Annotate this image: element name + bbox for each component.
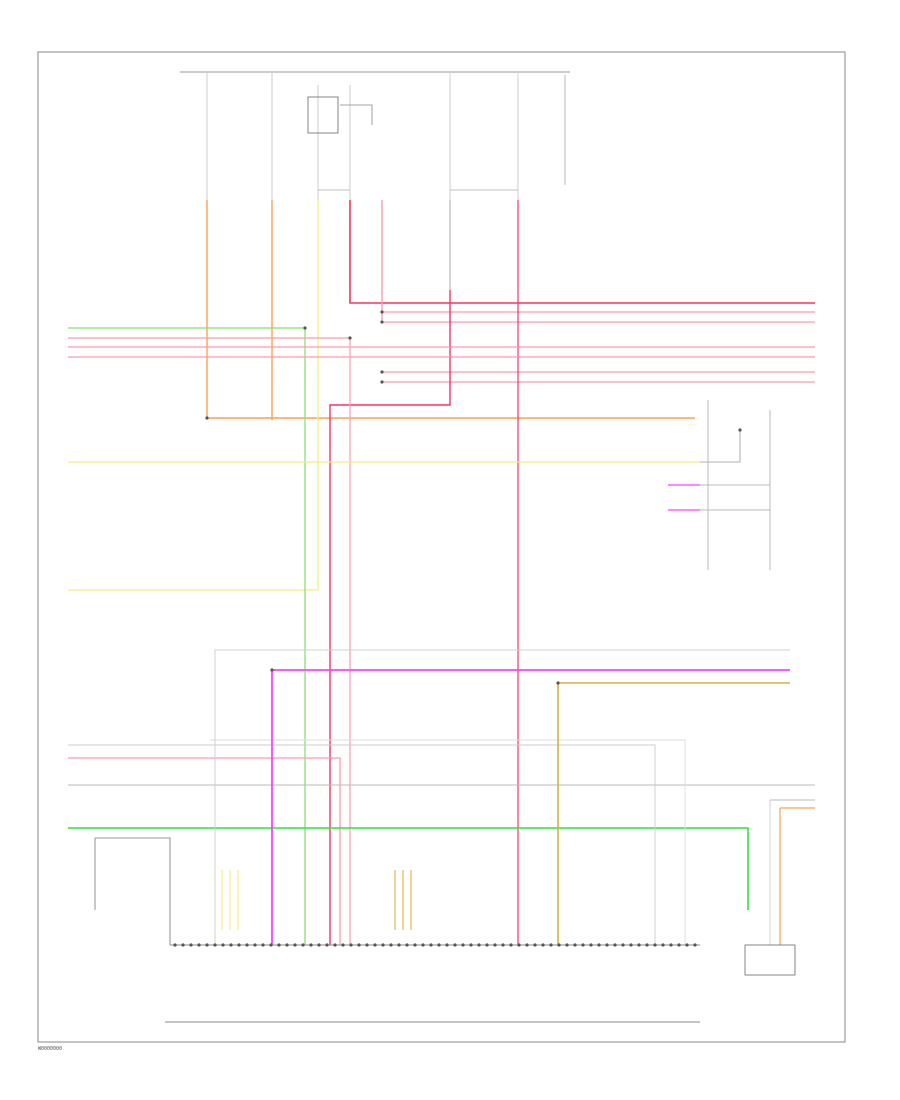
ecm-pin — [357, 943, 361, 947]
yellow-wire — [68, 200, 319, 591]
ecm-pin — [205, 943, 209, 947]
ecm-pin — [333, 943, 337, 947]
ecm-pin — [501, 943, 505, 947]
ecm-pin — [693, 943, 697, 947]
ecm-pin — [597, 943, 601, 947]
ecm-pin — [237, 943, 241, 947]
ecm-pin — [557, 943, 561, 947]
ecm-pin — [373, 943, 377, 947]
ecm-pin — [485, 943, 489, 947]
junction-dot — [348, 336, 352, 340]
ecm-pin — [221, 943, 225, 947]
relay-contact — [340, 104, 373, 125]
ecm-pin — [645, 943, 649, 947]
ecm-pin — [309, 943, 313, 947]
ecm-pin — [213, 943, 217, 947]
sensor-wire-2 — [95, 837, 171, 945]
ecm-pin — [669, 943, 673, 947]
ecm-pin — [317, 943, 321, 947]
ecm-pin — [349, 943, 353, 947]
junction-dot — [556, 681, 560, 685]
ecm-pin — [525, 943, 529, 947]
ecm-pin — [565, 943, 569, 947]
ecm-pin — [197, 943, 201, 947]
ecm-pin — [173, 943, 177, 947]
ecm-pin — [509, 943, 513, 947]
red-wire-2 — [329, 290, 451, 945]
junction-dot — [303, 326, 307, 330]
ecm-pin — [589, 943, 593, 947]
ecm-pin — [477, 943, 481, 947]
ecm-pin — [397, 943, 401, 947]
junction-dot — [380, 320, 384, 324]
ecm-pin — [301, 943, 305, 947]
ecm-pin — [517, 943, 521, 947]
ecm-pin — [365, 943, 369, 947]
ecm-pin — [405, 943, 409, 947]
junction-dot — [205, 416, 209, 420]
junction-dot — [380, 310, 384, 314]
ecm-pin — [189, 943, 193, 947]
pink-wire-5 — [68, 337, 351, 945]
ecm-pin — [341, 943, 345, 947]
ecm-pin — [277, 943, 281, 947]
ecm-pin — [453, 943, 457, 947]
ecm-pin — [613, 943, 617, 947]
ecm-pin — [285, 943, 289, 947]
ecm-pin — [429, 943, 433, 947]
ecm-pin — [461, 943, 465, 947]
component-group — [173, 96, 796, 976]
grey-wire-2 — [68, 744, 656, 945]
ecm-pin — [245, 943, 249, 947]
junction-dot — [380, 380, 384, 384]
throttle-actuator-box — [744, 944, 796, 976]
ecm-pin — [229, 943, 233, 947]
junction-dot — [270, 668, 274, 672]
bright-green-wire — [68, 827, 749, 910]
ecm-pin — [653, 943, 657, 947]
ecm-pin — [269, 943, 273, 947]
ecm-pin — [325, 943, 329, 947]
pink-wire-8 — [68, 757, 341, 945]
junction-dot — [738, 428, 742, 432]
ecm-pin — [533, 943, 537, 947]
ecm-pin — [469, 943, 473, 947]
ecm-pin — [493, 943, 497, 947]
grey-wire-3 — [210, 739, 686, 945]
ecm-pin — [581, 943, 585, 947]
relay-box — [307, 96, 339, 134]
figure-code: W0000000 — [38, 1046, 63, 1052]
olive-wire — [557, 682, 790, 945]
ecm-pin — [421, 943, 425, 947]
ecm-pin — [685, 943, 689, 947]
ecm-pin — [381, 943, 385, 947]
ecm-pin — [445, 943, 449, 947]
ecm-pin — [261, 943, 265, 947]
wire-group — [68, 71, 815, 1023]
ecm-pin — [661, 943, 665, 947]
ecm-pin — [541, 943, 545, 947]
ecm-pin — [637, 943, 641, 947]
ecm-pin — [549, 943, 553, 947]
diagram-frame — [37, 51, 846, 1043]
green-wire-1 — [68, 327, 306, 945]
ecm-pin — [293, 943, 297, 947]
sensor-feed — [700, 430, 741, 463]
ecm-pin — [181, 943, 185, 947]
ecm-pin — [389, 943, 393, 947]
ecm-pin — [621, 943, 625, 947]
red-wire-1 — [349, 200, 815, 304]
grey-wire-4 — [214, 649, 790, 945]
ecm-pin — [677, 943, 681, 947]
ecm-pin — [413, 943, 417, 947]
junction-dot — [380, 370, 384, 374]
ecm-pin — [253, 943, 257, 947]
ecm-pin — [605, 943, 609, 947]
ecm-pin — [573, 943, 577, 947]
orange-wire — [206, 200, 695, 419]
ecm-pin — [629, 943, 633, 947]
ecm-pin — [437, 943, 441, 947]
